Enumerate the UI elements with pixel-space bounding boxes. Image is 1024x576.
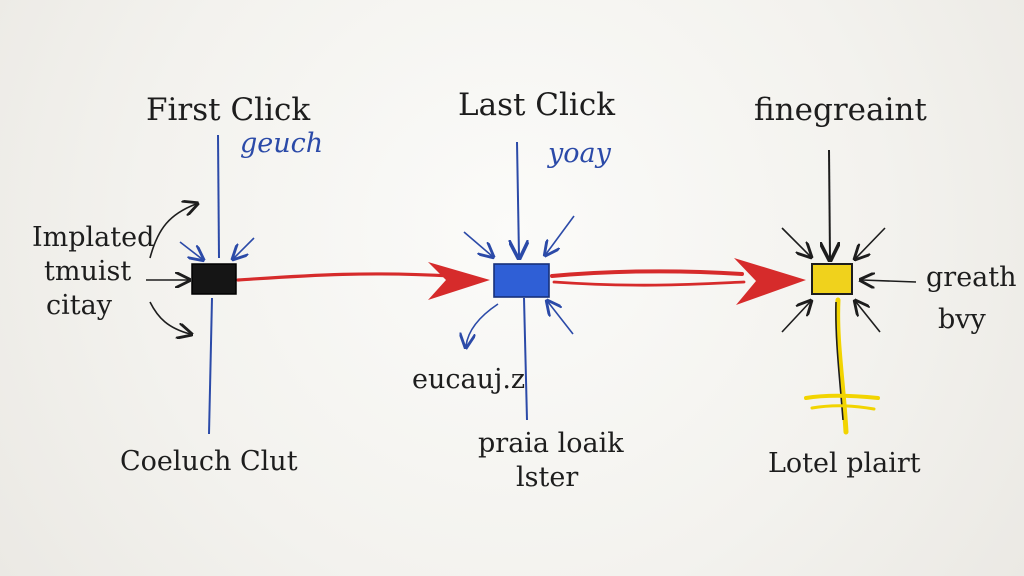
first-click-box [191,263,237,295]
last-bottom-label-line-2: lster [516,462,578,493]
final-arrow-in-br [856,302,881,333]
node-final [781,149,917,435]
final-arrow-in-tr [856,227,886,258]
first-arrow-in-tl [179,241,202,259]
left-note-line-3: citay [46,290,113,321]
final-yellow-underline-2 [810,404,876,411]
node-first-click [146,134,255,435]
first-curved-arrow-down [149,301,190,334]
last-bottom-label-line-1: praia loaik [478,428,624,459]
first-arrow-in-tr [234,237,255,258]
final-arrow-in-right [862,280,917,282]
final-arrow-in-tl [781,227,810,256]
final-arrow-in-bl [781,302,810,333]
red-connector-1 [236,262,490,300]
final-yellow-line [835,297,849,435]
first-bottom-label: Coeluch Clut [120,446,298,477]
first-bottom-line [208,297,213,435]
middle-side-note: eucauj.z [412,364,525,395]
first-blue-note: geuch [240,128,323,159]
red-arrowhead-1 [428,262,490,300]
first-top-line [217,134,220,259]
red-arrowhead-2 [734,258,806,305]
node-last-click [463,141,575,421]
last-bottom-line [523,297,528,421]
left-note-line-1: Implated [32,222,154,253]
final-bottom-label: Lotel plairt [768,448,921,479]
last-click-title: Last Click [458,87,615,123]
last-top-arrow [517,141,519,256]
red-connector-2 [550,258,806,305]
first-curved-arrow-up [149,204,196,259]
right-note-line-1: greath [926,262,1017,293]
last-blue-note: yoay [547,138,612,169]
last-arrow-in-tl [463,231,492,256]
last-arrow-in-br [548,302,574,335]
final-top-arrow [829,149,830,258]
left-note-line-2: tmuist [44,256,131,287]
final-box [811,263,853,295]
right-note-line-2: bvy [938,304,987,335]
final-yellow-underline-1 [804,393,880,400]
last-click-box [493,263,550,298]
last-arrow-in-tr [546,215,575,254]
final-title: finegreaint [754,92,927,128]
first-click-title: First Click [146,92,310,128]
last-curved-arrow-out [466,303,499,346]
